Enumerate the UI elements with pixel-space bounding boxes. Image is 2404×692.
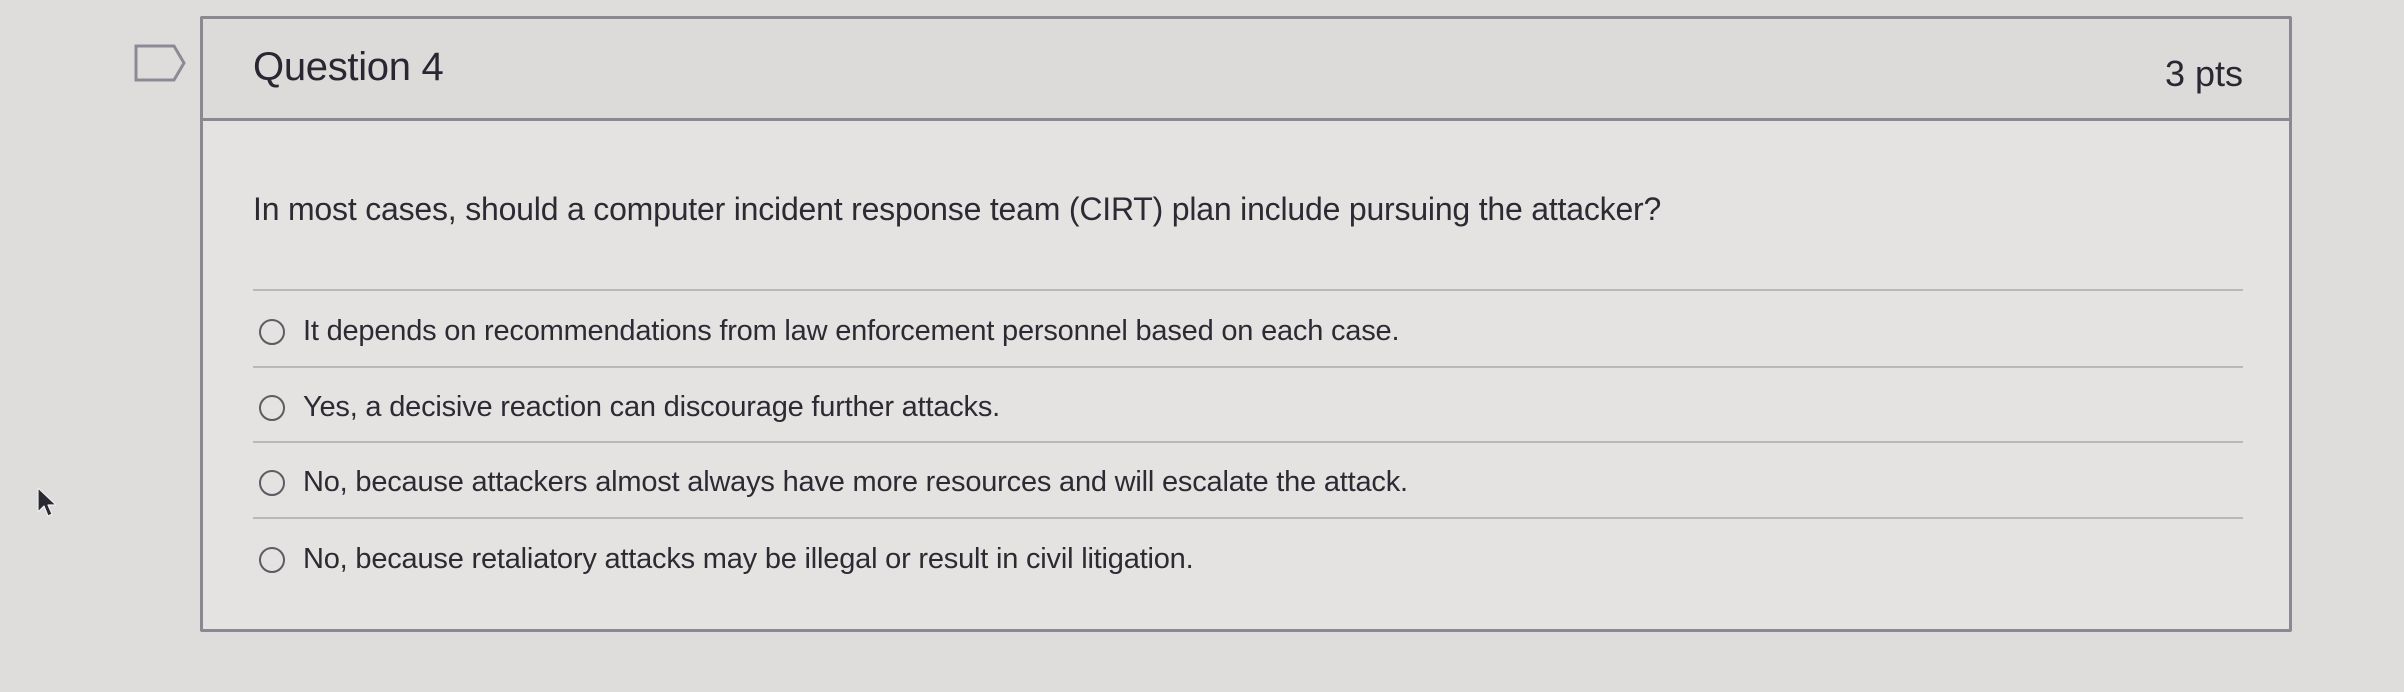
question-text: In most cases, should a computer inciden…: [253, 191, 1662, 227]
radio-button[interactable]: [259, 394, 285, 421]
answer-label[interactable]: No, because retaliatory attacks may be i…: [303, 543, 1194, 575]
radio-button[interactable]: [259, 469, 285, 496]
question-header: Question 4 3 pts: [203, 19, 2289, 121]
answer-option-2[interactable]: Yes, a decisive reaction can discourage …: [259, 391, 1000, 424]
answer-option-4[interactable]: No, because retaliatory attacks may be i…: [259, 543, 1194, 576]
question-points: 3 pts: [2164, 53, 2243, 94]
divider: [253, 289, 2243, 291]
mouse-pointer-icon: [37, 487, 57, 517]
radio-button[interactable]: [259, 546, 285, 573]
divider: [253, 517, 2243, 519]
answer-option-3[interactable]: No, because attackers almost always have…: [259, 466, 1408, 499]
answer-label[interactable]: Yes, a decisive reaction can discourage …: [303, 391, 1001, 423]
flag-question-icon[interactable]: [134, 44, 186, 82]
radio-button[interactable]: [259, 318, 285, 345]
answer-label[interactable]: It depends on recommendations from law e…: [303, 315, 1400, 347]
divider: [253, 366, 2243, 368]
question-card: Question 4 3 pts In most cases, should a…: [200, 16, 2292, 632]
question-title: Question 4: [253, 45, 444, 89]
divider: [253, 441, 2243, 443]
answer-label[interactable]: No, because attackers almost always have…: [303, 466, 1408, 498]
answer-option-1[interactable]: It depends on recommendations from law e…: [259, 315, 1400, 348]
